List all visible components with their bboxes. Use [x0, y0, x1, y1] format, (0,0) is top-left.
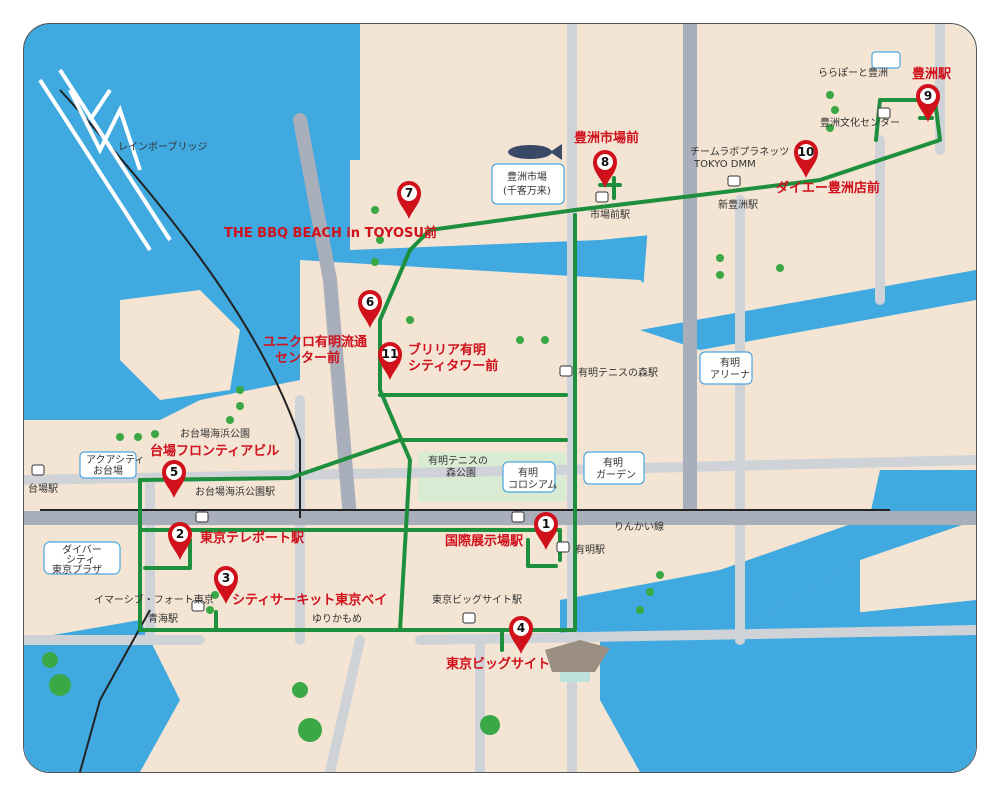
stop-name-6b: センター前	[275, 350, 340, 366]
stop-number-3: 3	[222, 571, 230, 585]
stop-pin-2: 2	[168, 522, 192, 560]
stop-name-9: 豊洲駅	[912, 66, 952, 82]
stop-names: 国際展示場駅 東京テレポート駅 シティサーキット東京ベイ 東京ビッグサイト 台場…	[150, 66, 952, 672]
label-yurikamome: ゆりかもめ	[312, 613, 362, 625]
stop-name-4: 東京ビッグサイト	[446, 656, 550, 672]
label-market-2: (千客万来)	[503, 184, 551, 197]
stop-pin-11: 11	[378, 342, 402, 380]
label-kaihin-park: お台場海浜公園	[180, 427, 250, 440]
stop-name-5: 台場フロンティアビル	[150, 443, 279, 459]
label-aomi-station: 青海駅	[148, 612, 178, 625]
label-teamlab-2: TOKYO DMM	[693, 159, 756, 170]
label-colosseum-1: 有明	[518, 466, 538, 479]
label-colosseum-2: コロシアム	[508, 479, 557, 491]
trees	[42, 91, 839, 742]
label-market-1: 豊洲市場	[507, 170, 547, 183]
label-shintoyosu-station: 新豊洲駅	[718, 198, 758, 211]
label-diver-1: ダイバー	[62, 543, 102, 556]
label-bigsight-station: 東京ビッグサイト駅	[432, 593, 522, 606]
place-boxes	[43, 51, 901, 575]
stop-name-10: ダイエー豊洲店前	[776, 180, 880, 196]
bigsight-building	[545, 640, 610, 682]
stop-number-5: 5	[170, 465, 178, 479]
stop-number-4: 4	[517, 621, 525, 635]
stop-pin-8: 8	[593, 150, 617, 188]
tuna-icon	[508, 144, 562, 160]
stop-pin-1: 1	[534, 512, 558, 550]
stop-number-1: 1	[542, 517, 550, 531]
rainbow-bridge	[38, 68, 172, 252]
label-rinkai: りんかい線	[614, 520, 664, 533]
stop-number-11: 11	[382, 347, 399, 361]
stop-pin-9: 9	[916, 84, 940, 122]
stop-name-8: 豊洲市場前	[574, 130, 639, 146]
label-immersive: イマーシブ・フォート東京	[94, 593, 214, 606]
label-diver-2: シティ	[66, 555, 95, 566]
label-garden-2: ガーデン	[596, 468, 636, 481]
label-arena-2: アリーナ	[710, 369, 750, 381]
label-odaiba-kaihin-station: お台場海浜公園駅	[195, 485, 275, 498]
stop-name-2: 東京テレポート駅	[200, 530, 305, 546]
label-garden-1: 有明	[603, 456, 623, 469]
stop-number-2: 2	[176, 527, 184, 541]
label-aquacity-1: アクアシティ	[86, 454, 145, 466]
label-teamlab-1: チームラボプラネッツ	[690, 146, 789, 158]
stop-name-11b: シティタワー前	[408, 358, 498, 374]
stop-name-7: THE BBQ BEACH in TOYOSU前	[224, 225, 437, 241]
stop-number-10: 10	[798, 145, 815, 159]
stop-pin-3: 3	[214, 566, 238, 604]
label-aquacity-2: お台場	[93, 464, 123, 477]
stop-pins: 1 2 3 4 5 6 7 8 9 10 11	[162, 84, 940, 654]
stop-name-3: シティサーキット東京ベイ	[232, 592, 387, 608]
stop-pin-4: 4	[509, 616, 533, 654]
stop-pin-5: 5	[162, 460, 186, 498]
stop-number-8: 8	[601, 155, 609, 169]
stop-number-7: 7	[405, 186, 413, 200]
label-tennis-park-2: 森公園	[446, 466, 476, 479]
label-ariake-tennis-station: 有明テニスの森駅	[578, 366, 658, 379]
stop-name-1: 国際展示場駅	[445, 533, 524, 549]
station-markers	[31, 107, 891, 624]
stop-pin-7: 7	[397, 181, 421, 219]
label-daiba-station: 台場駅	[28, 482, 58, 495]
stop-number-6: 6	[366, 295, 374, 309]
label-shijomae-station: 市場前駅	[590, 208, 630, 221]
highway	[24, 24, 976, 525]
stop-name-11: ブリリア有明	[408, 342, 486, 358]
label-arena-1: 有明	[720, 356, 740, 369]
label-bunka: 豊洲文化センター	[820, 116, 900, 129]
stop-pin-10: 10	[794, 140, 818, 178]
label-lalaport: ららぽーと豊洲	[818, 66, 888, 79]
stop-number-9: 9	[924, 89, 932, 103]
labels: レインボーブリッジ お台場海浜公園 アクアシティ お台場 台場駅 お台場海浜公園…	[28, 66, 900, 625]
label-diver-3: 東京プラザ	[52, 563, 102, 576]
stop-name-6: ユニクロ有明流通	[263, 334, 367, 350]
label-tennis-park-1: 有明テニスの	[428, 454, 488, 467]
label-ariake-station: 有明駅	[575, 543, 605, 556]
label-rainbow-bridge: レインボーブリッジ	[118, 140, 207, 153]
stop-pin-6: 6	[358, 290, 382, 328]
